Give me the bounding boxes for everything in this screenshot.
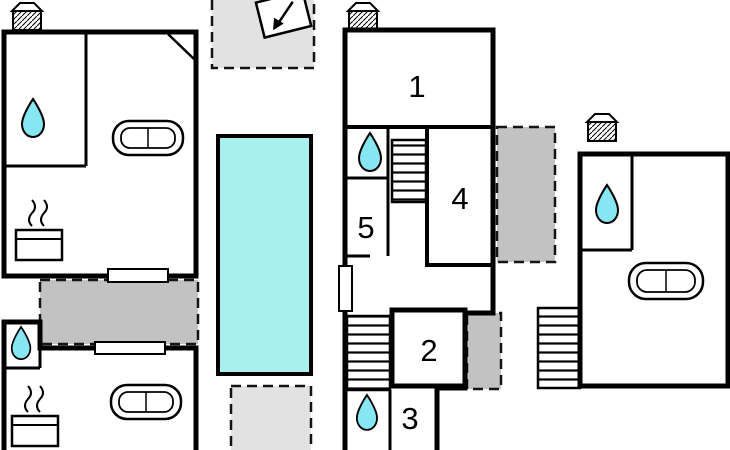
stove-icon xyxy=(10,385,60,448)
room-label-1: 1 xyxy=(408,69,425,104)
room-label-2: 2 xyxy=(420,333,437,368)
stairs-icon xyxy=(345,314,392,392)
corner-line xyxy=(167,33,195,60)
terrace-bottom xyxy=(229,384,313,450)
room2-walls xyxy=(389,307,468,389)
bathroom-walls xyxy=(4,34,88,168)
house-right xyxy=(536,151,730,390)
house-center: 1 4 5 2 3 xyxy=(338,27,496,450)
bathroom-walls xyxy=(580,154,634,252)
terrace-center-right-area xyxy=(495,125,557,264)
bathroom-walls xyxy=(345,127,390,256)
stove-icon xyxy=(14,199,64,262)
terrace-bottom-area xyxy=(229,384,313,450)
house-left-lower xyxy=(1,319,199,450)
chimney-icon xyxy=(345,2,381,31)
bathroom-walls xyxy=(4,348,42,370)
stairs-icon xyxy=(536,306,582,390)
window xyxy=(107,268,169,283)
water-drop-icon xyxy=(357,131,383,173)
sofa-icon xyxy=(111,119,185,157)
room-label-4: 4 xyxy=(451,181,468,216)
terrace-left xyxy=(38,278,200,346)
entrance-arrow-icon xyxy=(254,0,313,40)
terrace-left-area xyxy=(38,278,200,346)
terrace-center-right xyxy=(495,125,557,264)
room-label-3: 3 xyxy=(401,401,418,436)
pool xyxy=(216,134,313,376)
terrace-room2-right-area xyxy=(465,311,503,391)
water-drop-icon xyxy=(355,393,379,431)
sofa-icon xyxy=(627,261,705,301)
water-drop-icon xyxy=(10,325,32,361)
terrace-room2-right xyxy=(465,311,503,391)
house-left-upper xyxy=(1,29,199,283)
entry-door xyxy=(338,265,353,312)
water-drop-icon xyxy=(20,97,46,139)
outer-walls xyxy=(1,319,199,450)
window xyxy=(94,341,166,355)
water-drop-icon xyxy=(594,183,620,225)
room-label-5: 5 xyxy=(357,210,374,245)
chimney-icon xyxy=(584,113,620,142)
stairs-icon xyxy=(390,138,428,204)
chimney-icon xyxy=(9,2,45,31)
sofa-icon xyxy=(109,383,183,421)
